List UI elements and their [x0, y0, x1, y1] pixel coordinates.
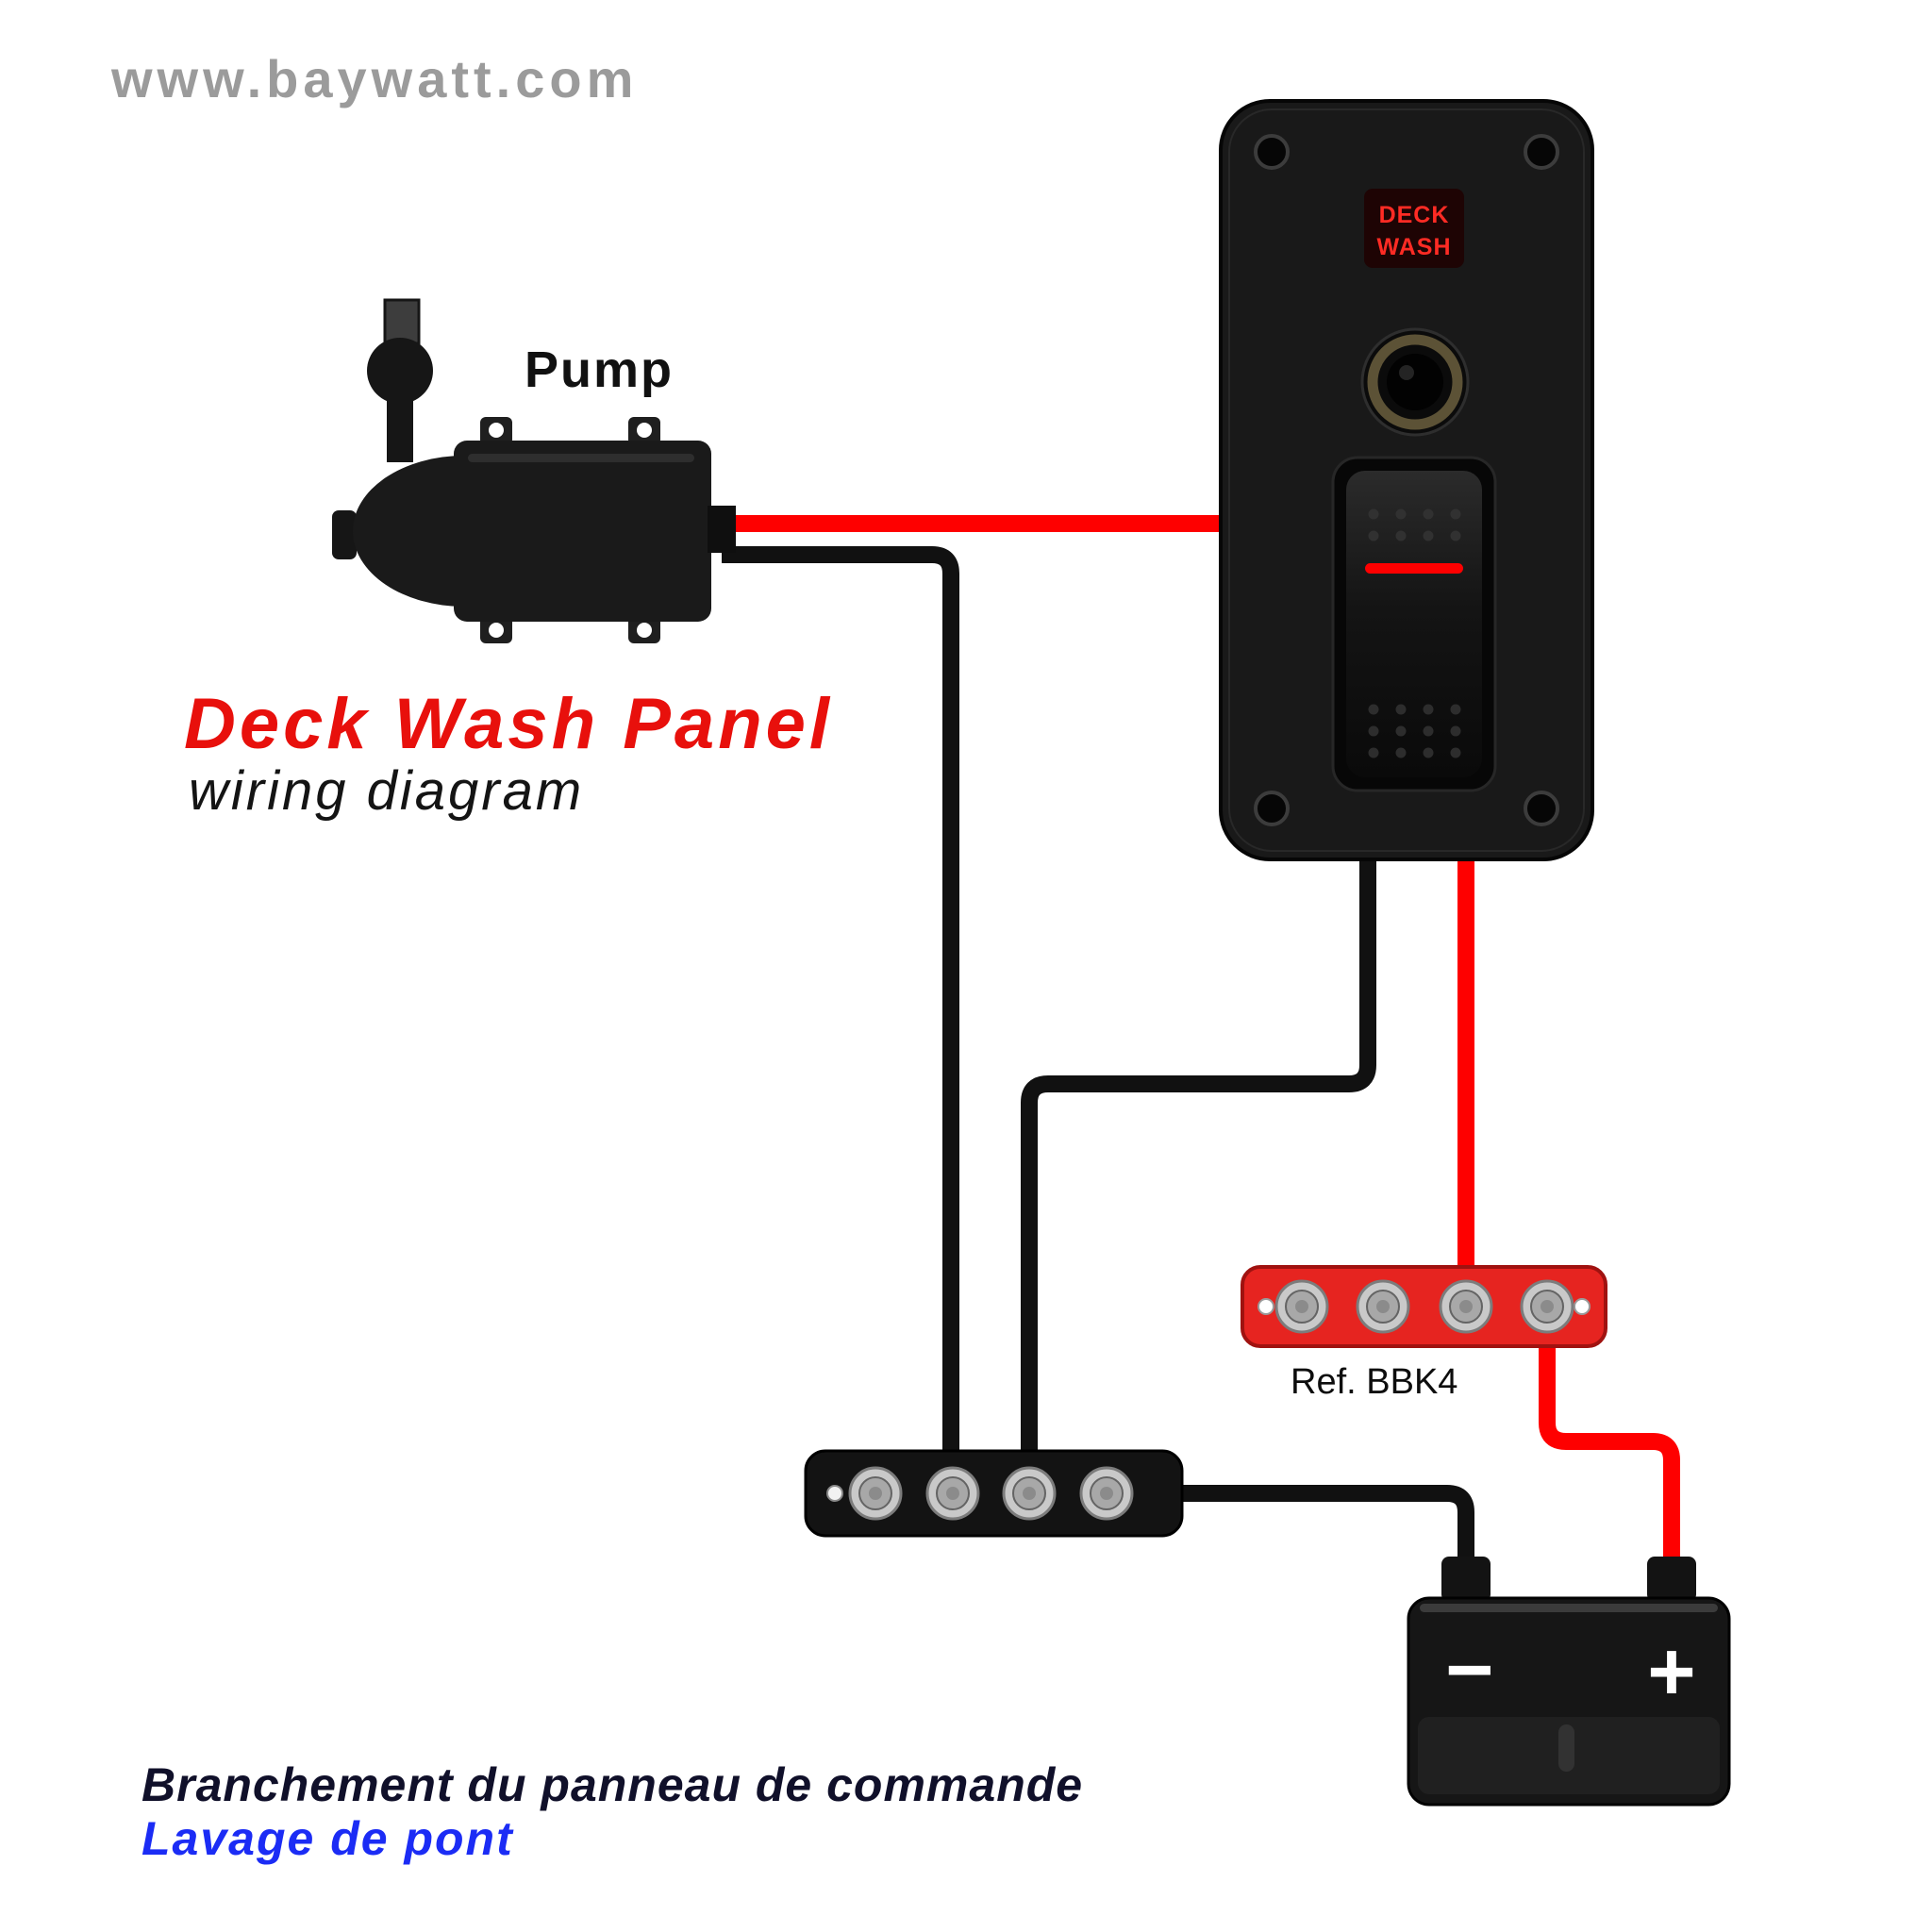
deck-wash-badge: [1364, 189, 1464, 268]
pump-inlet-pipe: [383, 298, 421, 345]
wire-red-busbar-to-battery: [1539, 1307, 1680, 1580]
panel-screw-holes: [1254, 134, 1559, 826]
wire-black-pump-to-busbar: [722, 546, 959, 1493]
red-bus-bar-plate: [1241, 1265, 1607, 1348]
diagram-subtitle: wiring diagram: [189, 760, 584, 822]
battery-top-rim: [1420, 1604, 1718, 1612]
pump-mount-holes: [489, 423, 652, 638]
terminal: [1002, 1466, 1057, 1521]
terminal: [1520, 1279, 1574, 1334]
terminal: [848, 1466, 903, 1521]
battery-minus-symbol: −: [1445, 1623, 1493, 1716]
terminal: [925, 1466, 980, 1521]
switch-panel: DECK WASH: [1219, 99, 1594, 861]
black-bus-terminals: [848, 1466, 1134, 1521]
black-bus-bar-plate: [804, 1449, 1184, 1538]
caption-line1: Branchement du panneau de commande: [142, 1758, 1083, 1811]
red-bus-terminals: [1274, 1279, 1574, 1334]
wire-black-busbar-to-battery: [1160, 1485, 1474, 1580]
deck-wash-badge-line1: DECK: [1379, 202, 1450, 228]
mount-hole: [1257, 1298, 1274, 1315]
screw-hole: [1254, 134, 1290, 170]
terminal: [1439, 1279, 1493, 1334]
caption-line2: Lavage de pont: [142, 1812, 514, 1865]
screw-hole: [1524, 791, 1559, 826]
pump-label: Pump: [525, 341, 674, 398]
terminal: [1079, 1466, 1134, 1521]
indicator-light: [1360, 327, 1470, 437]
deck-wash-badge-line2: WASH: [1377, 234, 1452, 260]
mount-hole: [826, 1485, 843, 1502]
pump-left-nub: [332, 510, 357, 559]
screw-hole: [1524, 134, 1559, 170]
red-bus-bar-label: Ref. BBK4: [1291, 1362, 1457, 1402]
rocker-texture-dots-top: [1368, 508, 1461, 541]
screw-hole: [1254, 791, 1290, 826]
rocker-red-indicator: [1365, 563, 1463, 574]
pump-knob: [367, 338, 433, 404]
black-bus-bar: [804, 1449, 1184, 1538]
pump: [332, 298, 736, 643]
battery-plus-post: [1647, 1557, 1696, 1602]
terminal: [1274, 1279, 1329, 1334]
rocker-switch[interactable]: [1331, 456, 1497, 792]
pump-body-highlight: [468, 454, 694, 462]
battery-minus-post: [1441, 1557, 1491, 1602]
rocker-actuator[interactable]: [1346, 471, 1482, 777]
mount-hole: [1574, 1298, 1591, 1315]
pump-body: [454, 441, 711, 622]
pump-outlet: [708, 506, 736, 553]
terminal: [1356, 1279, 1410, 1334]
panel-plate-bevel: [1228, 108, 1585, 852]
diagram-title: Deck Wash Panel: [184, 684, 833, 764]
rocker-texture-dots-bottom: [1368, 704, 1461, 758]
battery: − +: [1407, 1557, 1731, 1807]
red-bus-bar: [1241, 1265, 1607, 1348]
battery-slot: [1558, 1724, 1574, 1772]
wire-black-panel-to-busbar: [1021, 849, 1376, 1493]
battery-plus-symbol: +: [1647, 1624, 1695, 1718]
website-url: www.baywatt.com: [110, 49, 638, 108]
